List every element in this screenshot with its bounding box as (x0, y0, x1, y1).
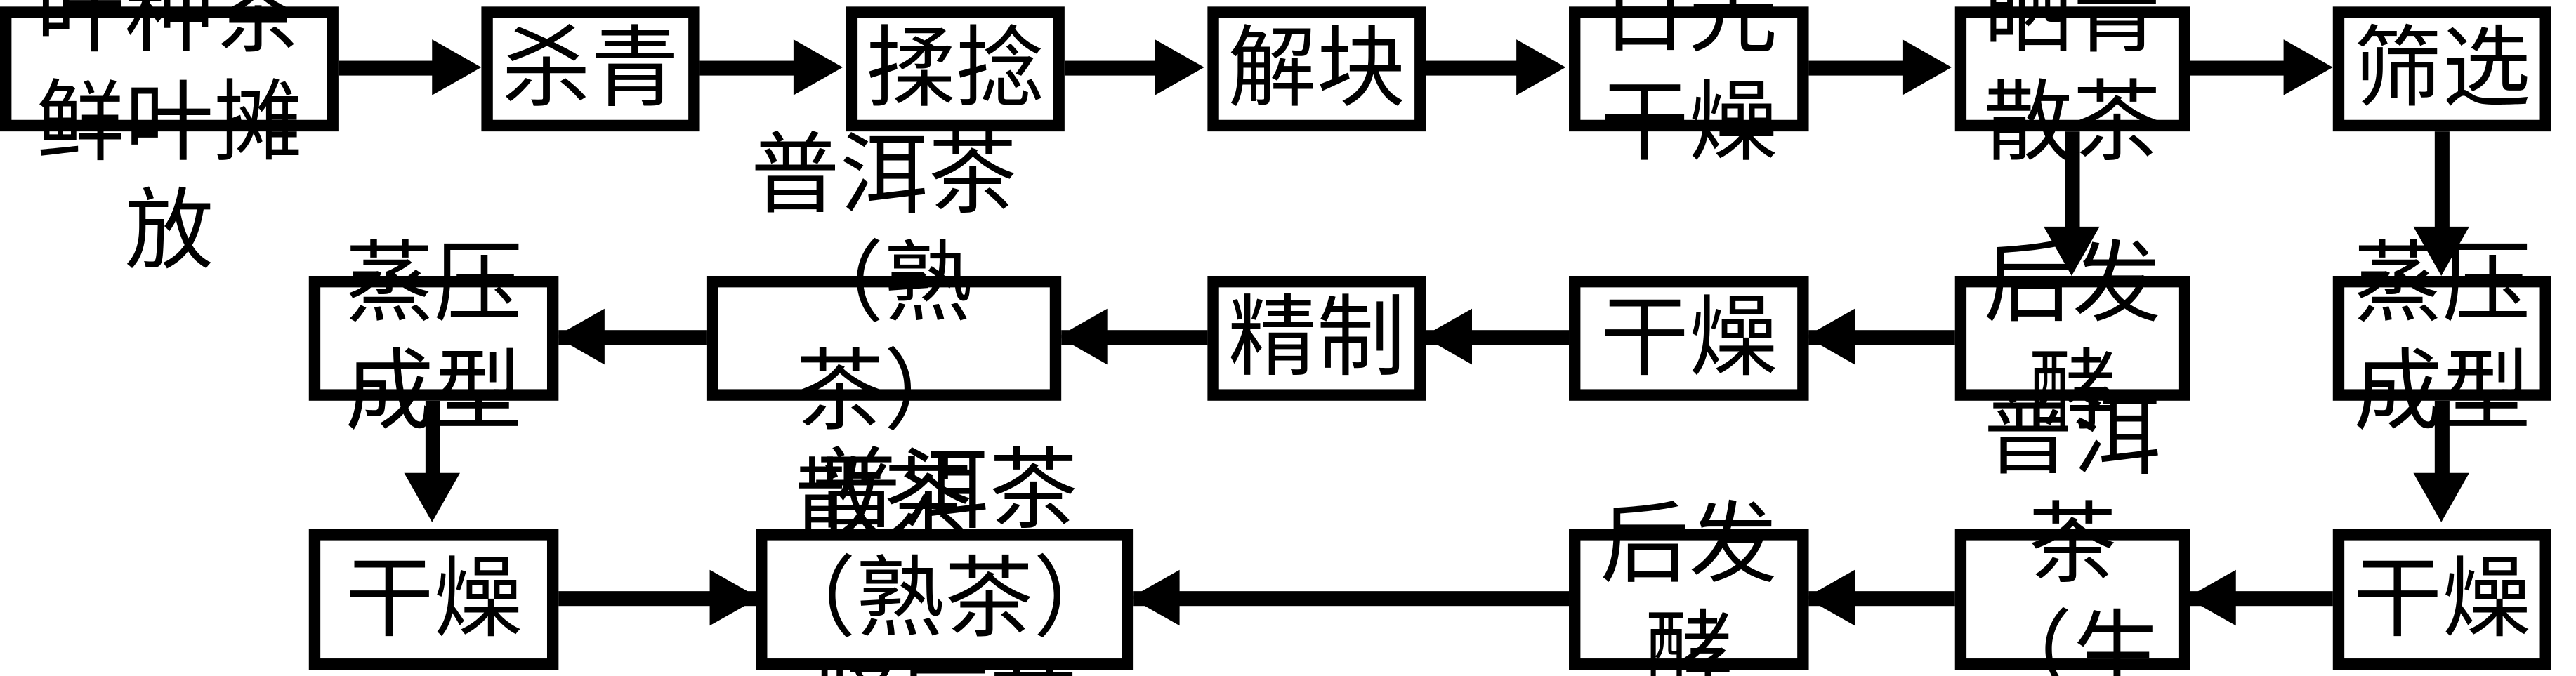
node-puer-ripe-loose-tea[interactable]: 普洱茶（熟茶） 散茶 (706, 124, 1062, 552)
edge-n6-n7 (2190, 60, 2285, 76)
edge-n3-n4 (1064, 60, 1160, 76)
edge-n6-n12 (2065, 131, 2080, 234)
node-refining[interactable]: 精制 (1207, 275, 1426, 401)
arrowhead-n17-n16 (1805, 569, 1855, 626)
arrowhead-n3-n4 (1155, 39, 1204, 95)
node-puer-raw-tea[interactable]: 普洱茶 （生茶） (1954, 385, 2190, 676)
node-shai-qing-loose-tea[interactable]: 晒青散茶 (1954, 0, 2190, 174)
node-steam-pressing-raw[interactable]: 蒸压成型 (2332, 232, 2551, 444)
arrowhead-n7-n13 (2413, 226, 2469, 276)
edge-n4-n5 (1426, 60, 1522, 76)
arrowhead-n14-n15 (709, 569, 759, 626)
arrowhead-n2-n3 (793, 39, 843, 95)
node-post-fermentation-row3[interactable]: 后发酵 (1569, 493, 1809, 676)
node-drying-row3-right[interactable]: 干燥 (2332, 529, 2551, 670)
edge-n5-n6 (1808, 60, 1907, 76)
edge-n2-n3 (699, 60, 799, 76)
edge-n8-n14 (425, 400, 440, 480)
node-puer-ripe-compressed-tea[interactable]: 普洱茶（熟茶） 紧压茶 (756, 439, 1134, 676)
arrowhead-n8-n14 (404, 472, 460, 522)
arrowhead-n1-n2 (432, 39, 482, 95)
arrowhead-n10-n9 (1058, 308, 1108, 365)
arrowhead-n12-n11 (1805, 308, 1855, 365)
node-jie-kuai[interactable]: 解块 (1207, 6, 1426, 132)
arrowhead-n5-n6 (1902, 39, 1952, 95)
node-fresh-leaf-spreading[interactable]: 云南大叶种茶 鲜叶摊放 (0, 0, 339, 282)
arrowhead-n9-n8 (555, 308, 605, 365)
arrowhead-n18-n17 (2186, 569, 2236, 626)
node-steam-pressing-ripe[interactable]: 蒸压成型 (308, 232, 559, 444)
edge-n14-n15 (558, 591, 759, 607)
edge-n13-n18 (2434, 400, 2450, 480)
arrowhead-n4-n5 (1516, 39, 1566, 95)
node-drying-row3-left[interactable]: 干燥 (308, 529, 559, 670)
arrowhead-n6-n12 (2044, 226, 2100, 276)
arrowhead-n11-n10 (1422, 308, 1472, 365)
arrowhead-n13-n18 (2413, 472, 2469, 522)
edge-n7-n13 (2434, 131, 2450, 234)
node-sun-drying[interactable]: 日光干燥 (1569, 0, 1809, 174)
arrowhead-n16-n15 (1130, 569, 1180, 626)
node-screening[interactable]: 筛选 (2332, 6, 2551, 132)
edge-n16-n15 (1133, 591, 1571, 607)
node-rou-nian[interactable]: 揉捻 (846, 6, 1065, 132)
node-sha-qing[interactable]: 杀青 (481, 6, 700, 132)
edge-n1-n2 (338, 60, 438, 76)
node-drying-row2[interactable]: 干燥 (1569, 275, 1809, 401)
arrowhead-n6-n7 (2283, 39, 2333, 95)
node-post-fermentation-row2[interactable]: 后发酵 (1954, 232, 2190, 444)
